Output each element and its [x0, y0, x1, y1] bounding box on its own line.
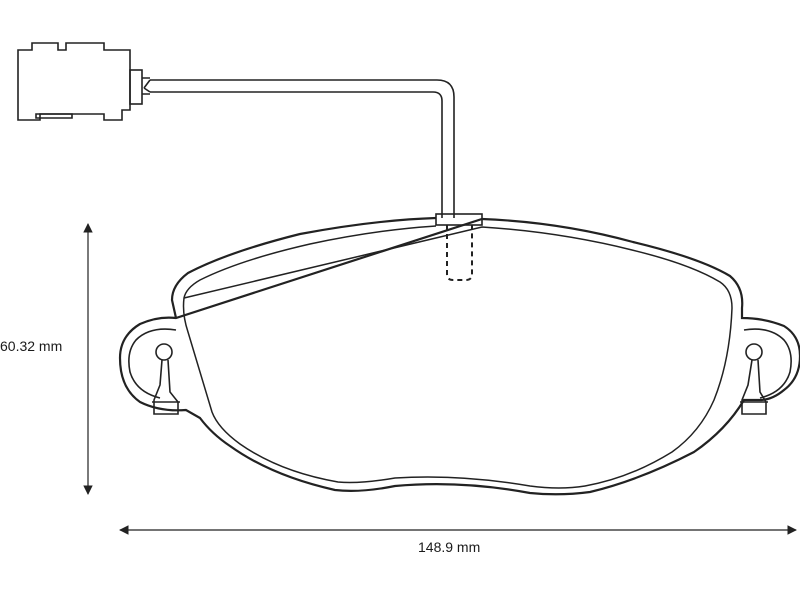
height-dimension-label: 60.32 mm	[0, 338, 63, 354]
right-mounting-ear	[740, 328, 792, 415]
hidden-sensor-outline	[446, 225, 473, 281]
friction-material-outline	[182, 225, 733, 489]
wire-clip	[435, 213, 483, 226]
sensor-wire	[143, 79, 455, 218]
sensor-connector	[17, 42, 150, 121]
width-dimension-label: 148.9 mm	[418, 539, 481, 555]
backing-plate-outline	[118, 216, 800, 496]
left-mounting-ear	[128, 328, 180, 415]
